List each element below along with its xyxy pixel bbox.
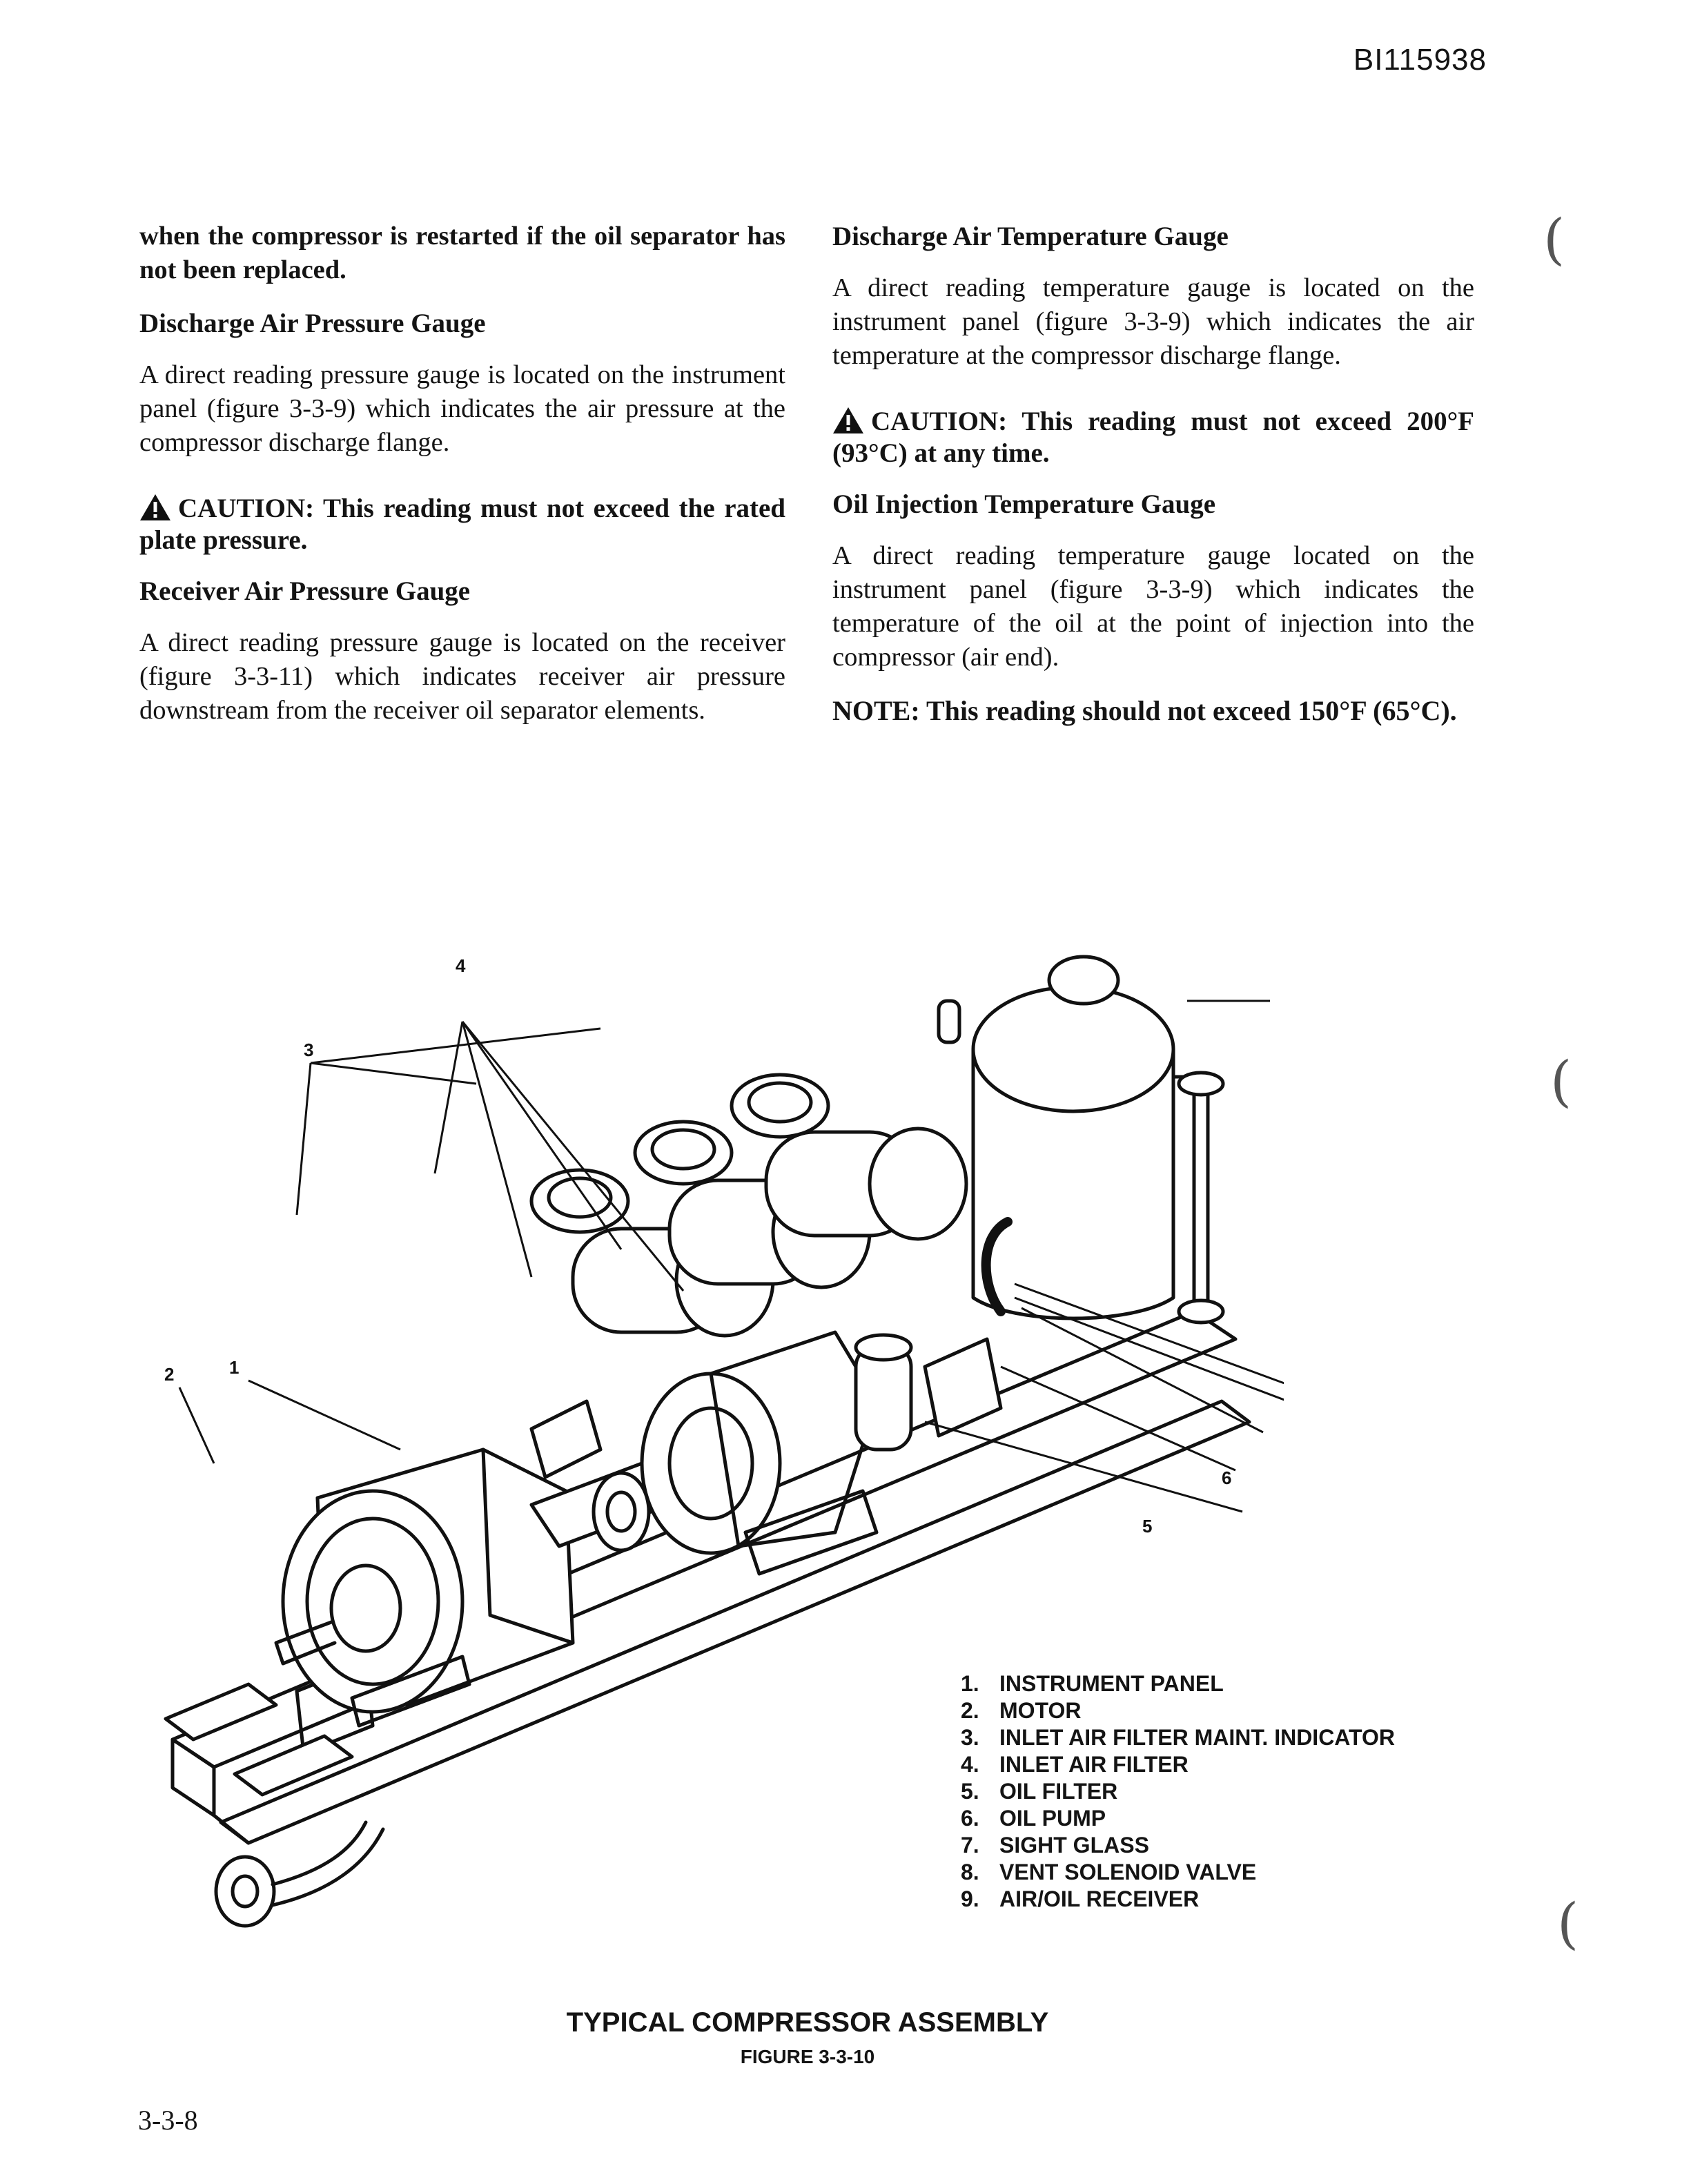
discharge-flange (214, 1855, 276, 1928)
caution-rated-pressure: CAUTION: This reading must not exceed th… (139, 493, 785, 556)
skid-mount-pad (164, 1682, 278, 1742)
caution-max-temp: CAUTION: This reading must not exceed 20… (832, 406, 1474, 469)
legend-item: 1.INSTRUMENT PANEL (961, 1671, 1224, 1696)
air-oil-receiver (971, 1047, 1175, 1320)
caution-text: CAUTION: This reading must not exceed th… (139, 494, 785, 555)
callout-4: 4 (456, 955, 466, 976)
legend-item: 5.OIL FILTER (961, 1779, 1118, 1804)
motor-feet (350, 1655, 471, 1728)
right-column: Discharge Air Temperature Gauge A direct… (832, 220, 1474, 728)
oil-pump (923, 1337, 1003, 1438)
margin-mark: ( (1550, 1049, 1572, 1113)
left-column: when the compressor is restarted if the … (139, 220, 785, 747)
inlet-air-filter (730, 1073, 968, 1241)
discharge-temp-heading: Discharge Air Temperature Gauge (832, 222, 1229, 251)
warning-icon (833, 407, 863, 433)
air-end-base (743, 1489, 879, 1576)
callout-5: 5 (1142, 1516, 1152, 1537)
margin-mark: ( (1543, 207, 1565, 271)
discharge-pressure-heading: Discharge Air Pressure Gauge (139, 309, 486, 338)
note-text: NOTE: This reading should not exceed 150… (832, 695, 1457, 726)
legend-item: 8.VENT SOLENOID VALVE (961, 1860, 1257, 1884)
oil-injection-temp-heading: Oil Injection Temperature Gauge (832, 489, 1216, 519)
legend-item: 9.AIR/OIL RECEIVER (961, 1886, 1200, 1911)
document-id: BI115938 (1353, 43, 1487, 77)
legend-item: 7.SIGHT GLASS (961, 1833, 1149, 1858)
callout-6: 6 (1222, 1468, 1231, 1488)
warning-icon (140, 494, 170, 520)
motor-shaft (274, 1620, 337, 1666)
continuation-text: when the compressor is restarted if the … (139, 222, 785, 284)
legend-item: 3.INLET AIR FILTER MAINT. INDICATOR (961, 1725, 1395, 1750)
discharge-pressure-body: A direct reading pressure gauge is locat… (139, 360, 785, 457)
discharge-temp-body: A direct reading temperature gauge is lo… (832, 273, 1474, 370)
figure-legend: 1.INSTRUMENT PANEL 2.MOTOR 3.INLET AIR F… (961, 1670, 1395, 1913)
callout-1: 1 (229, 1357, 239, 1378)
figure-caption: TYPICAL COMPRESSOR ASSEMBLY (566, 2007, 1049, 2038)
compressor-assembly-illustration: 1 2 3 4 5 6 7 8 9 (164, 955, 1284, 1928)
instrument-panel (529, 1399, 603, 1479)
skid-mount-pad (233, 1734, 354, 1797)
legend-item: 2.MOTOR (961, 1698, 1082, 1723)
motor-end-bell (281, 1489, 465, 1714)
callout-2: 2 (164, 1364, 174, 1385)
caution-text: CAUTION: This reading must not exceed 20… (832, 407, 1474, 468)
receiver-pressure-body: A direct reading pressure gauge is locat… (139, 628, 785, 725)
page-number: 3-3-8 (138, 2105, 198, 2136)
skid-frame-front-rail (170, 1737, 216, 1817)
figure-number: FIGURE 3-3-10 (740, 2046, 875, 2067)
legend-item: 6.OIL PUMP (961, 1806, 1106, 1831)
receiver-pressure-heading: Receiver Air Pressure Gauge (139, 576, 471, 606)
legend-item: 4.INLET AIR FILTER (961, 1752, 1189, 1777)
margin-mark: ( (1557, 1891, 1579, 1956)
oil-injection-temp-body: A direct reading temperature gauge locat… (832, 541, 1474, 672)
callout-3: 3 (304, 1040, 313, 1060)
